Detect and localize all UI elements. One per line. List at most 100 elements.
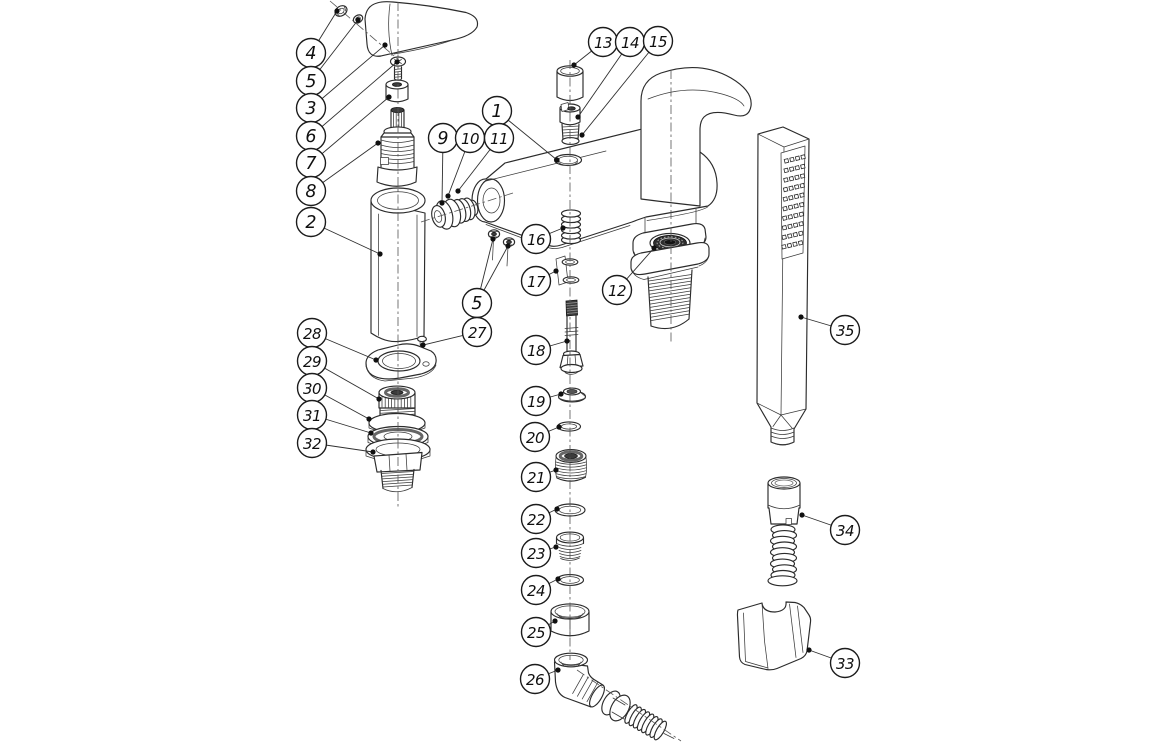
mixer-body: [471, 66, 752, 330]
spray-nozzle: [800, 163, 806, 170]
callout-number: 17: [527, 273, 546, 291]
spray-nozzle: [799, 182, 805, 189]
spray-nozzle: [797, 240, 804, 246]
callout-balloon: [296, 427, 328, 459]
callout-21: 21: [520, 461, 559, 493]
callout-8: 8: [295, 140, 381, 207]
spray-nozzle: [793, 184, 800, 190]
spray-nozzle: [788, 166, 795, 172]
leader-dot: [377, 251, 383, 257]
leader-dot: [394, 59, 400, 65]
wall-bracket: [736, 601, 812, 671]
leader-dot: [651, 245, 657, 251]
callout-balloon: [519, 421, 551, 453]
callout-number: 9: [437, 129, 448, 149]
knurled-ring-29: [378, 385, 416, 409]
callout-number: 28: [303, 325, 321, 343]
callout-number: 15: [649, 33, 667, 51]
callout-balloon: [520, 537, 552, 569]
callout-35: 35: [798, 314, 861, 346]
callout-number: 10: [461, 130, 479, 148]
callout-number: 8: [305, 182, 316, 202]
callout-balloon: [829, 314, 861, 346]
callout-number: 32: [303, 435, 321, 453]
spray-nozzle: [781, 224, 788, 231]
leader-dot: [564, 338, 570, 344]
shower-hose: [767, 476, 801, 587]
leader-dot: [799, 512, 805, 518]
callout-number: 20: [526, 429, 544, 447]
leader-dot: [386, 94, 392, 100]
flex-hose-end: [624, 704, 675, 741]
leader-dot: [366, 416, 372, 422]
callout-number: 14: [621, 34, 639, 52]
callout-number: 2: [305, 213, 316, 233]
body-grub-screws: [487, 229, 516, 267]
spray-nozzle: [793, 203, 799, 209]
callout-balloon: [519, 663, 551, 695]
callout-balloon: [520, 503, 552, 535]
leader-dot: [382, 42, 388, 48]
spray-nozzle: [799, 173, 806, 179]
leader-dot: [553, 268, 559, 274]
callout-29: 29: [296, 345, 382, 402]
callout-number: 31: [303, 407, 321, 425]
callout-number: 27: [468, 324, 487, 342]
leader-dot: [553, 544, 559, 550]
leader-dot: [552, 618, 558, 624]
leader-dot: [368, 430, 374, 436]
callout-4: 4: [295, 8, 340, 69]
callout-18: 18: [520, 334, 570, 366]
leader-dot: [560, 225, 566, 231]
callout-balloon: [520, 223, 552, 255]
callout-number: 5: [471, 294, 482, 314]
leader-dot: [555, 667, 561, 673]
spray-nozzle: [781, 244, 787, 250]
callout-balloon: [520, 334, 552, 366]
spray-nozzle: [783, 177, 789, 183]
callout-number: 33: [836, 655, 854, 673]
spray-nozzle: [781, 234, 787, 240]
knob-thread-15: [561, 123, 580, 145]
callout-number: 5: [305, 72, 316, 92]
callout-number: 26: [526, 671, 544, 689]
callout-number: 30: [303, 380, 321, 398]
leader-dot: [373, 357, 379, 363]
callout-22: 22: [520, 503, 560, 535]
spray-nozzle: [794, 165, 800, 171]
ceramic-cartridge: [376, 107, 418, 187]
callout-5: 5: [295, 17, 361, 97]
callout-7: 7: [295, 94, 392, 179]
callout-number: 19: [527, 393, 545, 411]
callout-number: 16: [527, 231, 545, 249]
leader-dot: [571, 62, 577, 68]
callout-12: 12: [601, 245, 657, 306]
callout-balloon: [829, 647, 861, 679]
leader-dot: [334, 8, 340, 14]
leader-line: [310, 44, 386, 109]
grommet-washer: [557, 387, 587, 403]
diverter-spring: [560, 209, 582, 245]
leader-line: [581, 40, 659, 136]
outlet-flange: [630, 241, 710, 280]
spray-nozzle: [782, 196, 789, 202]
callout-number: 7: [305, 154, 316, 174]
leader-dot: [554, 157, 560, 163]
callout-balloon: [295, 175, 327, 207]
spray-nozzle: [782, 215, 788, 221]
spray-nozzle: [786, 242, 793, 249]
leader-line: [577, 41, 631, 118]
outlet-threaded-tail: [647, 269, 693, 330]
spray-nozzle: [794, 155, 801, 161]
leader-dot: [490, 236, 496, 242]
spray-nozzle: [788, 195, 794, 201]
callout-30: 30: [296, 372, 372, 422]
spray-nozzle: [793, 193, 800, 200]
callout-19: 19: [520, 385, 564, 417]
spray-nozzle: [798, 230, 804, 237]
callout-number: 1: [491, 102, 502, 122]
leader-dot: [553, 467, 559, 473]
callout-balloon: [520, 616, 552, 648]
callout-balloon: [601, 274, 633, 306]
